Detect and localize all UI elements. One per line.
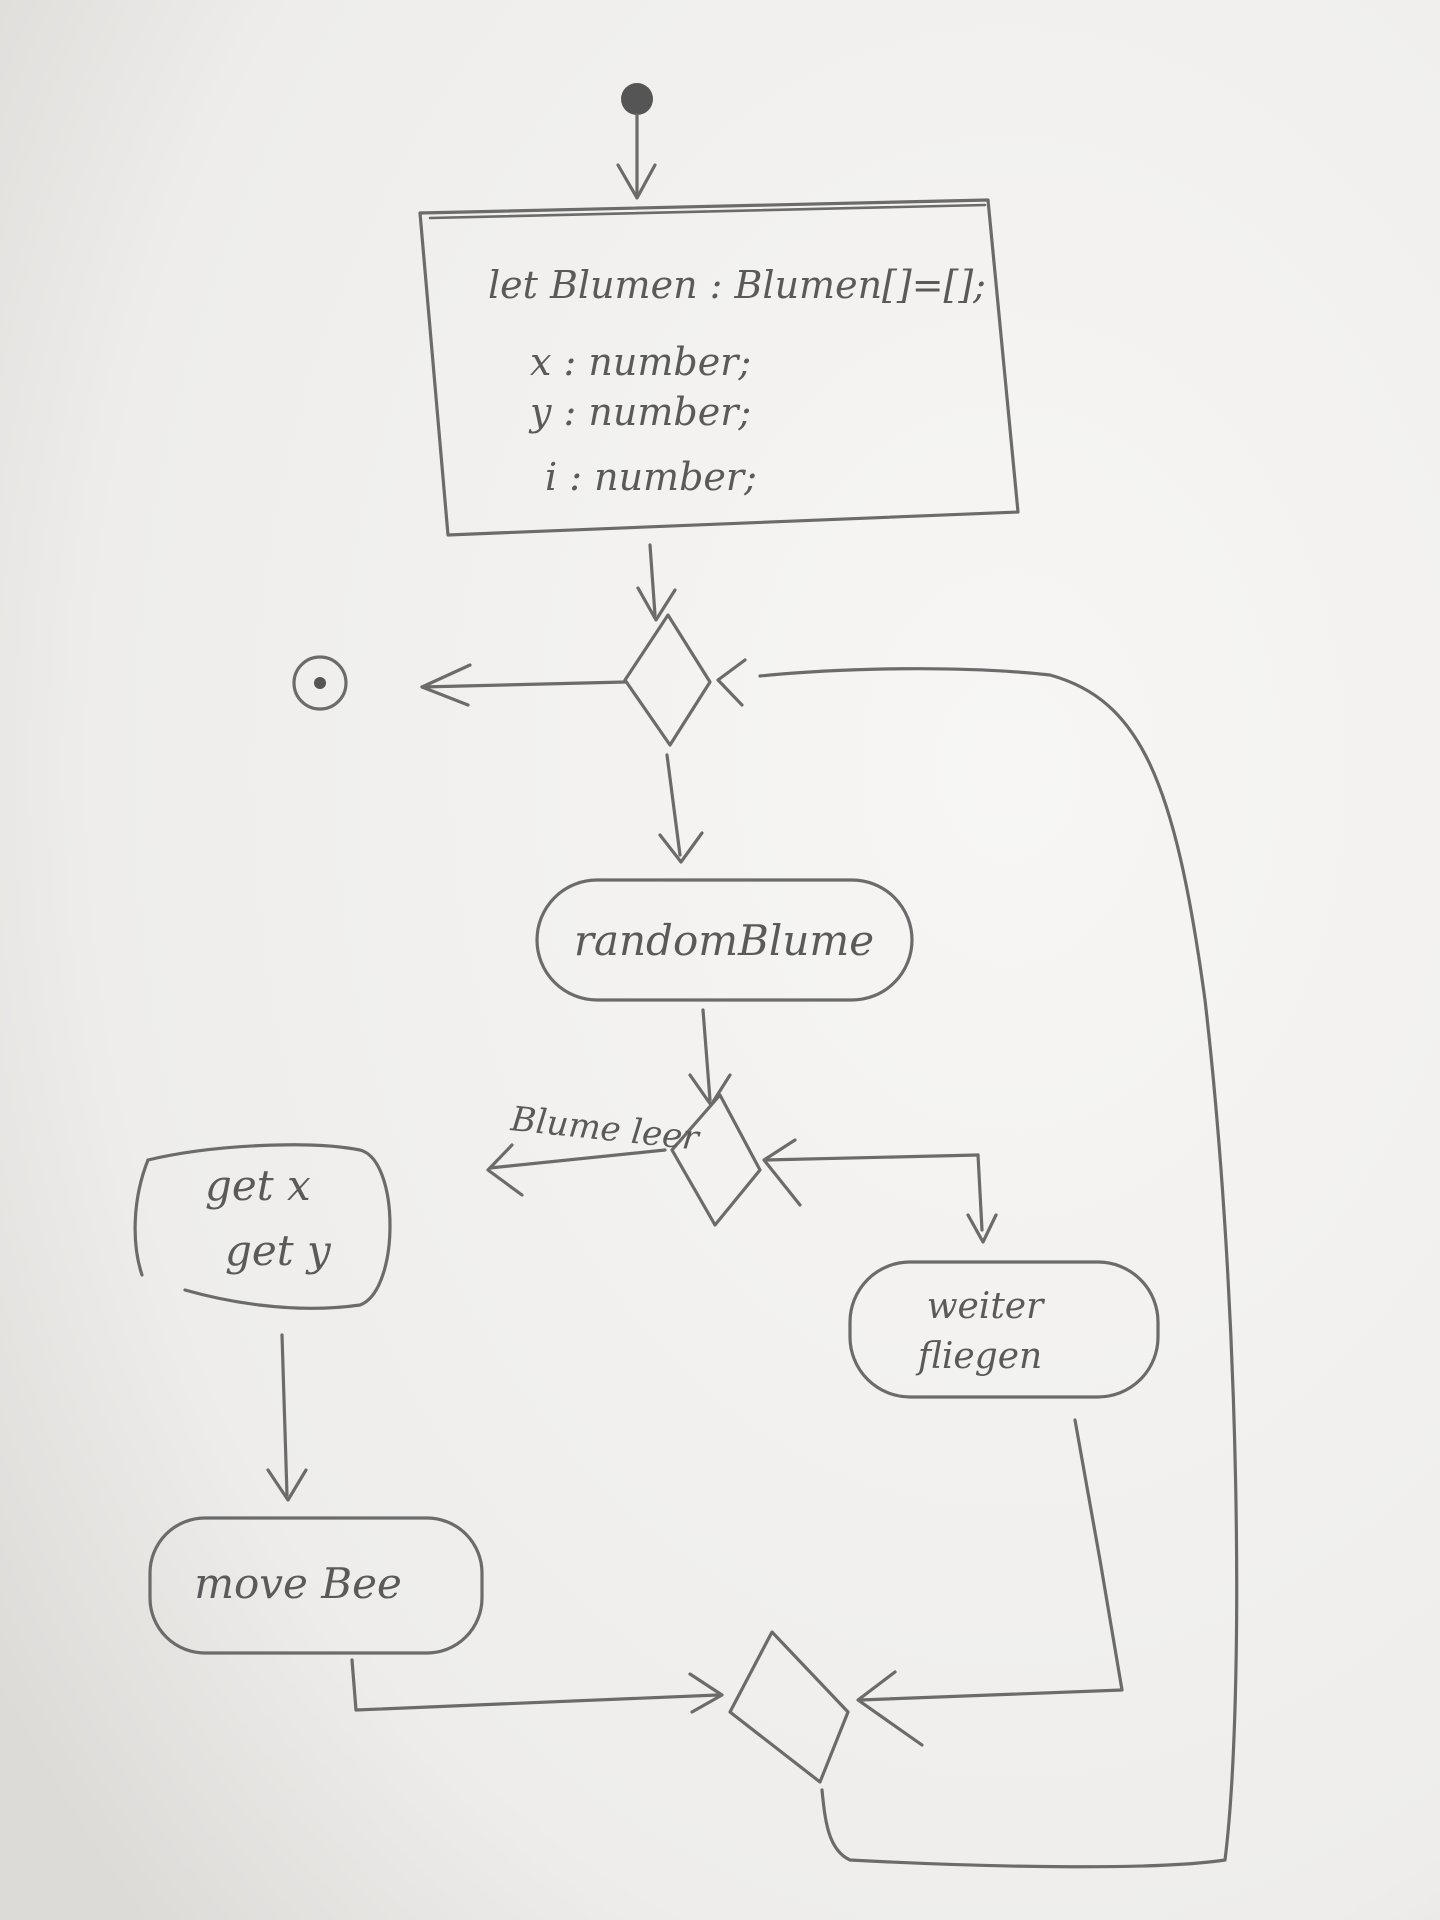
arrow-to-get — [486, 1143, 667, 1197]
action-random-label: randomBlume — [574, 916, 874, 965]
init-box: let Blumen : Blumen[]=[]; x : number; y … — [418, 198, 1020, 537]
init-line-2: x : number; — [530, 340, 751, 384]
arrow-init-to-decision — [636, 543, 677, 622]
init-line-3: y : number; — [528, 390, 751, 434]
action-weiter-line-2: fliegen — [915, 1336, 1042, 1377]
action-move-label: move Bee — [194, 1559, 402, 1608]
arrow-to-end — [420, 663, 627, 707]
end-node — [292, 655, 348, 711]
arrow-weiter-to-merge — [856, 1418, 1124, 1747]
arrow-move-to-merge — [350, 1658, 724, 1714]
action-weiter-line-1: weiter — [927, 1286, 1045, 1327]
merge-node — [728, 1630, 850, 1784]
init-line-4: i : number; — [545, 455, 757, 499]
arrow-get-to-move — [266, 1333, 308, 1502]
action-move-bee: move Bee — [148, 1516, 484, 1655]
arrow-decision-to-random — [658, 753, 704, 864]
action-get-line-1: get x — [205, 1161, 311, 1210]
action-get-line-2: get y — [225, 1226, 332, 1275]
action-random-blume: randomBlume — [535, 878, 914, 1002]
decision-node-1 — [623, 613, 712, 747]
arrow-to-weiter — [762, 1138, 998, 1244]
start-node — [616, 83, 657, 200]
action-get-xy: get x get y — [133, 1143, 392, 1310]
decision-node-2 — [670, 1093, 762, 1227]
action-weiter-fliegen: weiter fliegen — [848, 1260, 1160, 1399]
loop-back-arrow — [716, 658, 1239, 1869]
init-line-1: let Blumen : Blumen[]=[]; — [488, 263, 986, 307]
